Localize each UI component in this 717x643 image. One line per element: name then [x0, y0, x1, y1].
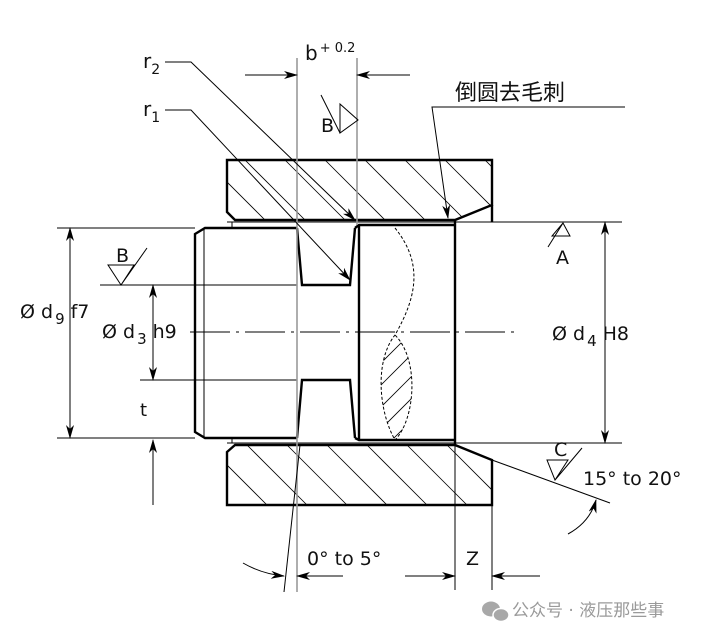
piston-flange-lines: [227, 221, 455, 444]
hatch-line: [284, 160, 348, 220]
hatch-line: [227, 160, 228, 220]
deburr-note: 倒圆去毛刺: [455, 81, 565, 106]
d4-label: Ø d: [552, 323, 585, 345]
d9-label: Ø d: [20, 301, 53, 323]
surface-b-left-label: B: [116, 245, 129, 267]
hatch-line: [444, 160, 492, 220]
housing-top-hatch: [227, 160, 587, 222]
housing-top: [225, 158, 494, 222]
hatch-line: [324, 160, 388, 220]
hatch-line: [364, 160, 428, 220]
hatch-line: [381, 335, 412, 440]
r1-label: r: [143, 97, 152, 121]
t-label: t: [140, 400, 147, 421]
d3-label: Ø d: [102, 321, 135, 343]
piston-left: [193, 226, 297, 440]
surface-a-label: A: [556, 247, 569, 269]
hatch-line: [227, 445, 228, 505]
hatch-line: [255, 330, 370, 445]
hatch-line: [381, 335, 412, 440]
hatch-line: [246, 445, 308, 505]
wechat-icon: [482, 601, 510, 623]
flank-angle-label: 0° to 5°: [307, 548, 381, 570]
hatch-line: [431, 330, 546, 445]
svg-text:b+ 0.2: b+ 0.2: [305, 41, 355, 65]
housing-bottom-hatch: [227, 445, 492, 505]
hatch-line: [326, 445, 388, 505]
surface-c-label: C: [554, 439, 567, 461]
surface-b-top-label: B: [321, 115, 334, 137]
surface-symbol-c: [546, 447, 583, 482]
hatch-line: [484, 160, 492, 220]
hatch-line: [381, 335, 393, 440]
hatch-line: [227, 160, 268, 220]
chamfer-angle-label: 15° to 20°: [583, 468, 682, 490]
b-label: b: [305, 41, 318, 65]
seal-outline: [380, 227, 415, 441]
svg-text:r1: r1: [143, 97, 160, 126]
svg-text:r2: r2: [143, 49, 160, 78]
watermark-text: 公众号 · 液压那些事: [512, 601, 664, 621]
hatch-line: [404, 160, 468, 220]
chamfer-angle-line: [491, 459, 611, 504]
hatch-line: [406, 445, 468, 505]
hatch-line: [446, 445, 492, 505]
hatch-line: [286, 445, 348, 505]
surface-symbol-b-left: [107, 247, 148, 286]
hatch-line: [519, 330, 634, 445]
housing-bottom: [225, 443, 494, 507]
hatch-line: [475, 330, 590, 445]
r2-label: r: [143, 49, 152, 73]
flank-angle-line: [283, 444, 301, 593]
surface-symbol-b-top: [320, 94, 359, 134]
hatch-line: [227, 445, 268, 505]
groove-top: [295, 227, 357, 287]
hatch-line: [408, 335, 412, 440]
hatch-line: [486, 445, 492, 505]
seal-section-hatch: [255, 330, 634, 445]
hatch-line: [381, 335, 412, 440]
z-label: Z: [466, 548, 479, 570]
hatch-line: [381, 335, 412, 440]
groove-bottom: [295, 378, 357, 439]
surface-symbol-a: [547, 222, 571, 248]
hatch-line: [366, 445, 428, 505]
hatch-line: [525, 160, 587, 222]
hatch-line: [453, 330, 568, 445]
